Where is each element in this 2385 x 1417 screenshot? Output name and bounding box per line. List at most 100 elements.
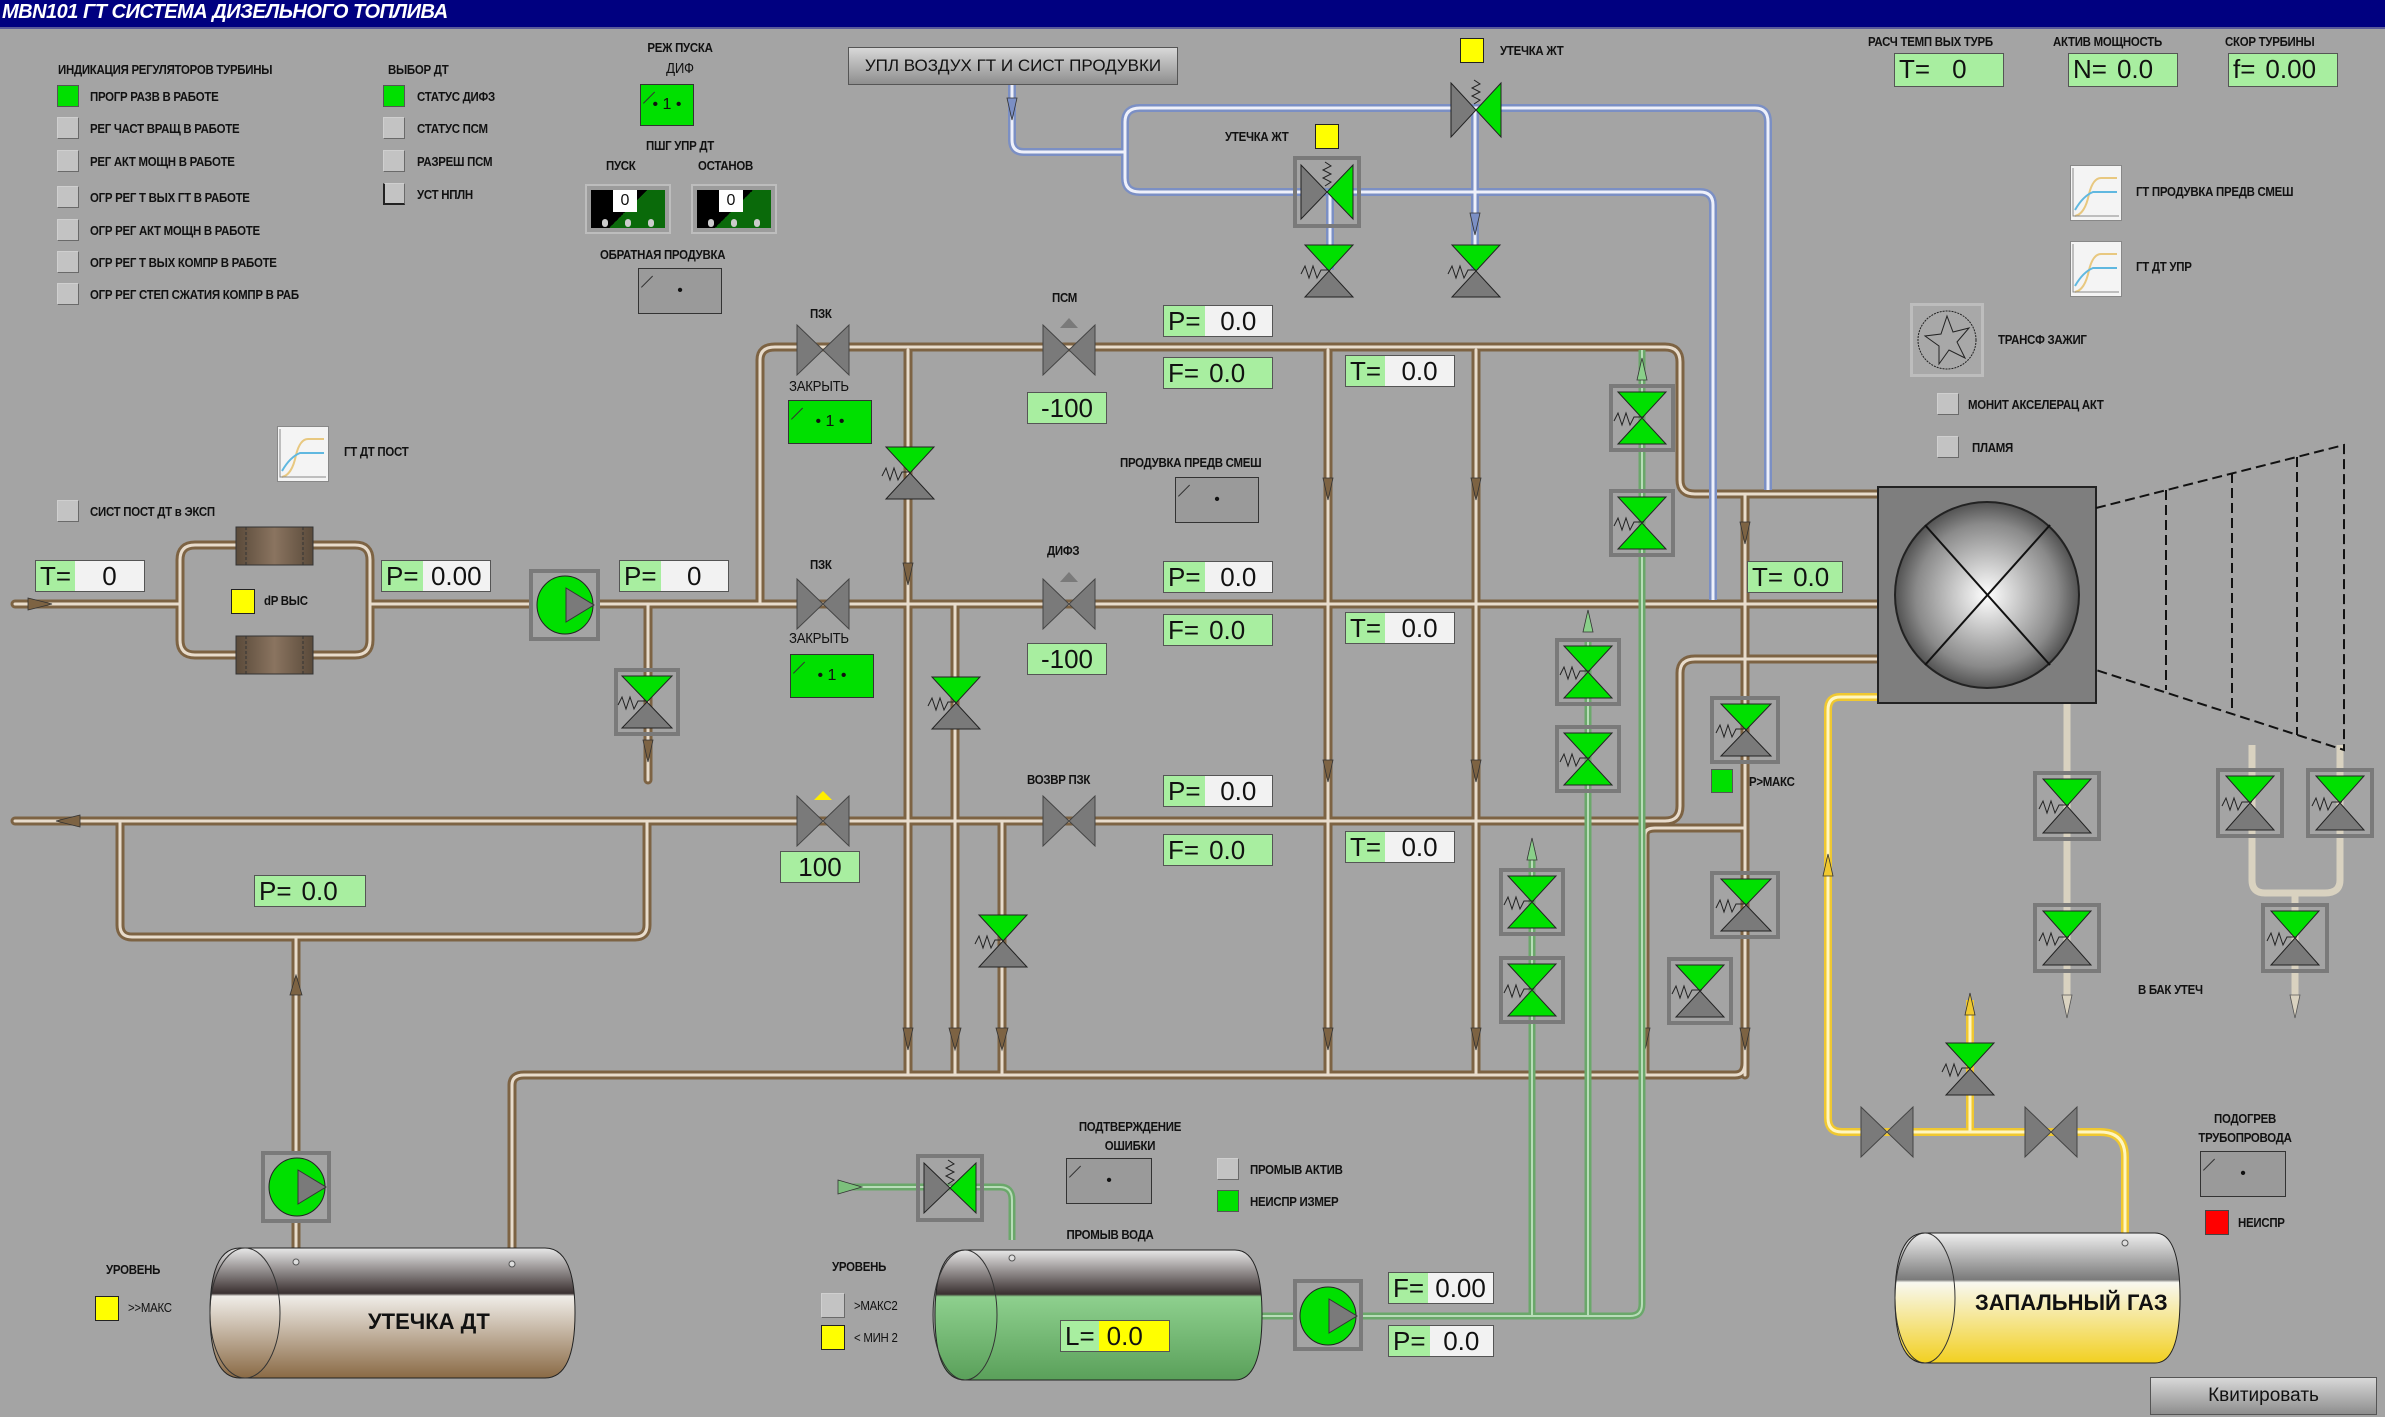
wash-flow-field: F=0.00 (1388, 1272, 1494, 1304)
pzk-top-close-label: ЗАКРЫТЬ (789, 378, 849, 395)
return-temperature-field: T=0.0 (1345, 831, 1455, 863)
turbine-speed-title: СКОР ТУРБИНЫ (2225, 34, 2315, 49)
fuel-pipes (10, 342, 1883, 1265)
valve-gas-vent[interactable] (1941, 1042, 1996, 1096)
difz-flow-field: F=0.0 (1163, 614, 1273, 646)
gas-turbine[interactable] (1877, 486, 2097, 704)
valve-exhaust-drain-4[interactable] (2306, 768, 2374, 838)
valve-gas-left[interactable] (1860, 1105, 1914, 1159)
valve-return-pzk[interactable] (1042, 794, 1096, 848)
pipe-heating-fault-indicator (2205, 1210, 2229, 1235)
trend-chart-icon[interactable] (277, 426, 329, 482)
premix-purge-label: ПРОДУВКА ПРЕДВ СМЕШ (1120, 455, 1262, 470)
valve-exhaust-drain-5[interactable] (2261, 903, 2329, 973)
difz-temperature-field: T=0.0 (1345, 612, 1455, 644)
indicator-label: РЕГ ЧАСТ ВРАЩ В РАБОТЕ (90, 121, 240, 136)
valve-drain-difz[interactable] (927, 676, 982, 730)
indicator-label: РЕГ АКТ МОЩН В РАБОТЕ (90, 154, 235, 169)
valve-pzk-top[interactable] (796, 323, 850, 377)
valve-purge-psm-1[interactable] (1300, 244, 1355, 298)
field-key: P= (620, 561, 661, 591)
readout-key: T= (1895, 54, 1935, 86)
filter-outlet-pressure-field: P=0.00 (381, 560, 491, 592)
valve-return-control[interactable] (796, 791, 850, 848)
valve-exhaust-drain-3[interactable] (2216, 768, 2284, 838)
turbine-exhaust-diffuser (2095, 443, 2345, 752)
difz-valve-position: -100 (1027, 643, 1107, 675)
pilot-gas-tank[interactable] (1894, 1232, 2181, 1364)
pipe-heating-switch[interactable]: • (2200, 1151, 2286, 1197)
exhaust-temp-readout: T=0 (1894, 53, 2004, 87)
valve-return-drain-1[interactable] (1710, 871, 1780, 939)
air-purge-system-button[interactable]: УПЛ ВОЗДУХ ГТ И СИСТ ПРОДУВКИ (848, 47, 1178, 85)
indicator-label: ПРОГР РАЗВ В РАБОТЕ (90, 89, 219, 104)
status-indicator (57, 283, 79, 305)
pipe-heating-title-2: ТРУБОПРОВОДА (2198, 1130, 2292, 1145)
valve-pzk-mid[interactable] (796, 577, 850, 631)
status-indicator (383, 85, 405, 107)
wash-water-tank[interactable] (932, 1249, 1263, 1381)
valve-wash-inlet[interactable] (916, 1154, 984, 1222)
valve-return-drain-2[interactable] (1667, 957, 1733, 1025)
valve-purge-c1[interactable] (1499, 868, 1565, 936)
leak-return-pump[interactable] (261, 1151, 331, 1223)
field-key: L= (1061, 1321, 1099, 1351)
fuel-filter-bottom[interactable] (235, 635, 314, 675)
pshg-start-toggle[interactable]: 0 (585, 184, 671, 234)
toggle-value: 0 (613, 190, 637, 212)
pressure-max-indicator (1711, 769, 1733, 793)
pzk-top-close-switch[interactable]: • 1 • (788, 400, 872, 444)
valve-leak-jt-mid[interactable] (1293, 156, 1361, 228)
valve-purge-a1[interactable] (1609, 384, 1675, 452)
valve-exhaust-drain-1[interactable] (2033, 771, 2101, 841)
valve-pmax-relief[interactable] (1710, 696, 1780, 764)
valve-leak-jt-top[interactable] (1450, 79, 1502, 139)
valve-gas-right[interactable] (2024, 1105, 2078, 1159)
error-confirm-switch[interactable]: • (1066, 1158, 1152, 1204)
valve-exhaust-drain-2[interactable] (2033, 903, 2101, 973)
valve-purge-psm-2[interactable] (1447, 244, 1502, 298)
wash-active-indicator (1217, 1158, 1239, 1180)
field-key: F= (1164, 615, 1204, 645)
wash-water-pump[interactable] (1293, 1279, 1363, 1351)
pshg-stop-toggle[interactable]: 0 (691, 184, 777, 234)
trend-fuel-control-label: ГТ ДТ УПР (2136, 259, 2192, 274)
window-title: MBN101 ГТ СИСТЕМА ДИЗЕЛЬНОГО ТОПЛИВА (2, 1, 448, 23)
field-value: 0.00 (1428, 1273, 1493, 1303)
valve-difz[interactable] (1042, 572, 1096, 631)
leak-jt-mid-label: УТЕЧКА ЖТ (1225, 129, 1289, 144)
ignition-transformer-button[interactable] (1910, 303, 1984, 377)
field-key: T= (1346, 613, 1386, 643)
acknowledge-button[interactable]: Квитировать (2150, 1377, 2377, 1415)
psm-pressure-field: P=0.0 (1163, 305, 1273, 337)
return-pzk-label: ВОЗВР ПЗК (1027, 772, 1091, 787)
trend-chart-icon[interactable] (2070, 241, 2122, 297)
psm-valve-label: ПСМ (1052, 290, 1078, 305)
reverse-purge-switch[interactable]: • (638, 268, 722, 314)
status-indicator (383, 183, 405, 205)
field-value: 0.0 (1385, 832, 1454, 862)
valve-purge-b2[interactable] (1555, 725, 1621, 793)
toggle-dots (593, 219, 663, 227)
valve-drain-psm[interactable] (881, 446, 936, 500)
turbine-regulators-title: ИНДИКАЦИЯ РЕГУЛЯТОРОВ ТУРБИНЫ (58, 62, 273, 77)
pzk-mid-close-switch[interactable]: • 1 • (790, 654, 874, 698)
ignition-label: ТРАНСФ ЗАЖИГ (1998, 332, 2087, 347)
flame-label: ПЛАМЯ (1972, 440, 2013, 455)
valve-purge-a2[interactable] (1609, 489, 1675, 557)
fuel-pump-main[interactable] (529, 569, 600, 641)
valve-drain-pump[interactable] (614, 668, 680, 736)
fuel-selection-title: ВЫБОР ДТ (388, 62, 449, 77)
valve-psm[interactable] (1042, 318, 1096, 377)
valve-purge-c2[interactable] (1499, 956, 1565, 1024)
to-leak-tank-label: В БАК УТЕЧ (2138, 982, 2203, 997)
trend-chart-icon[interactable] (2070, 165, 2122, 221)
leak-tank[interactable] (209, 1247, 576, 1379)
fuel-filter-top[interactable] (235, 526, 314, 566)
gas-pipes (1822, 693, 2129, 1235)
valve-drain-return[interactable] (974, 914, 1029, 968)
premix-purge-switch[interactable]: • (1175, 477, 1259, 523)
start-mode-switch[interactable]: • 1 • (640, 84, 694, 126)
exhaust-temp-title: РАСЧ ТЕМП ВЫХ ТУРБ (1868, 34, 1993, 49)
valve-purge-b1[interactable] (1555, 638, 1621, 706)
